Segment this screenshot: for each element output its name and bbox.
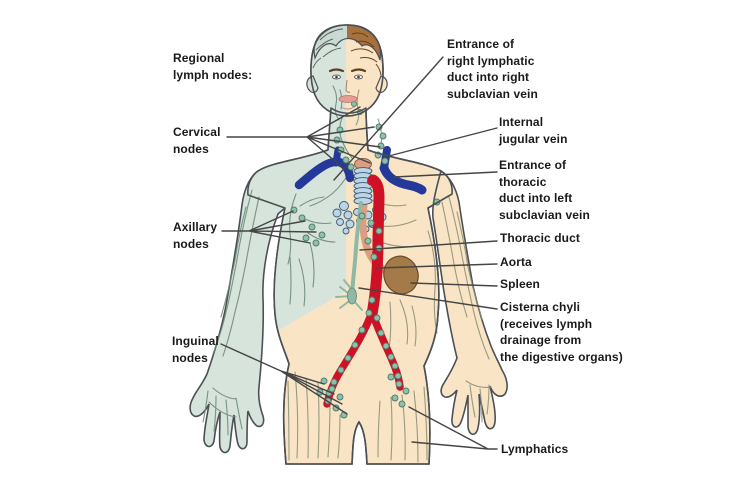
chin-line <box>340 106 355 110</box>
nose <box>345 79 351 93</box>
spleen <box>383 255 419 295</box>
leader-lymphatics <box>408 406 498 450</box>
lymphatic-vessels <box>202 85 492 463</box>
lymph-node-dots <box>290 101 441 419</box>
label-entrance-right-lymphatic-duct: Entrance of right lymphatic duct into ri… <box>447 37 538 101</box>
label-aorta: Aorta <box>500 255 532 269</box>
leader-thoracic-duct <box>359 240 498 251</box>
label-lymphatics: Lymphatics <box>501 442 569 456</box>
label-cervical-nodes: Cervical nodes <box>173 125 221 156</box>
leader-axillary <box>221 210 317 244</box>
organs <box>290 101 441 419</box>
label-axillary-nodes: Axillary nodes <box>173 220 218 251</box>
label-cisterna-chyli: Cisterna chyli (receives lymph drainage … <box>500 300 623 364</box>
left-arm <box>189 169 287 454</box>
leader-lines <box>220 56 498 450</box>
leader-spleen <box>410 282 498 287</box>
label-internal-jugular-vein: Internal jugular vein <box>499 115 568 146</box>
cisterna-chyli <box>347 287 357 305</box>
label-regional-lymph-nodes: Regional lymph nodes: <box>173 51 253 82</box>
leader-jugular <box>384 127 498 158</box>
leader-inguinal <box>220 343 348 415</box>
leader-entrance-thoracic <box>393 171 498 178</box>
leader-aorta <box>376 263 498 269</box>
right-arm <box>431 169 508 436</box>
head-outline <box>310 24 384 117</box>
label-inguinal-nodes: Inguinal nodes <box>172 334 219 365</box>
hair-strokes-left <box>312 28 344 69</box>
label-thoracic-duct: Thoracic duct <box>500 231 580 245</box>
label-entrance-thoracic-duct: Entrance of thoracic duct into left subc… <box>499 158 590 222</box>
label-spleen: Spleen <box>500 277 540 291</box>
eyebrows <box>328 68 367 73</box>
left-subclavian-vein <box>379 163 427 195</box>
leader-entrance-right <box>333 56 444 181</box>
torso-outline <box>247 107 453 465</box>
lips <box>338 95 358 103</box>
trachea <box>353 158 373 205</box>
hair-strokes-right <box>350 32 382 76</box>
leader-cisterna <box>358 287 498 310</box>
leader-cervical <box>226 106 381 170</box>
